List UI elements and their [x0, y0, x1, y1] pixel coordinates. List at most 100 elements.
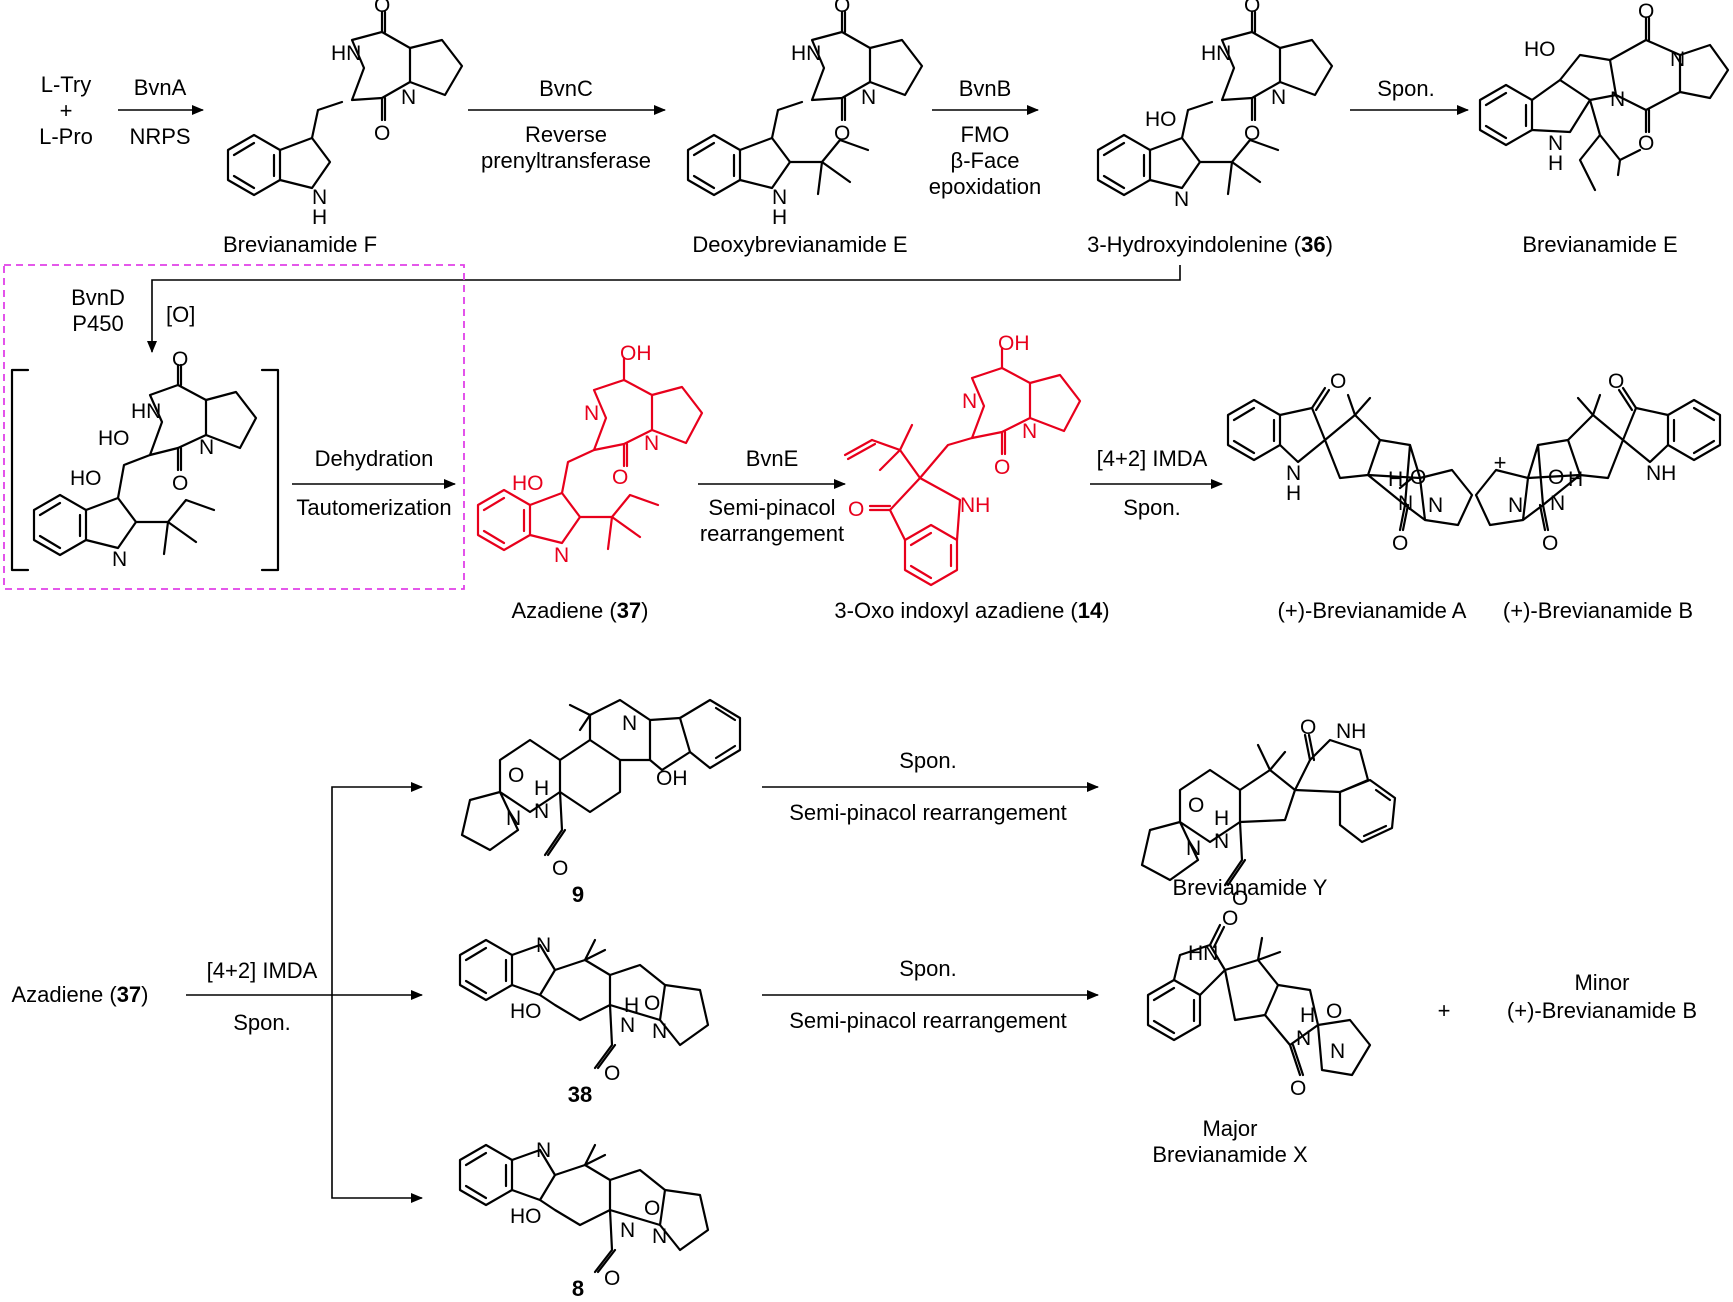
methylene-link — [1180, 100, 1214, 140]
structure-compound-8: N HO O N N O — [458, 1139, 710, 1290]
atom-n: N — [622, 712, 637, 735]
tautomerization-label: Tautomerization — [296, 495, 451, 520]
atom-n: N — [1670, 48, 1685, 71]
bvnB-desc3: epoxidation — [929, 174, 1042, 199]
structure-brevianamide-e: O O HO N N N H — [1478, 0, 1730, 192]
ketone — [1617, 386, 1638, 412]
compound-number: 37 — [117, 982, 141, 1007]
atom-o: O — [1300, 716, 1316, 739]
bvnD-desc: P450 — [72, 311, 123, 336]
diketopiperazine-ring — [1220, 30, 1282, 102]
atom-n: N — [644, 432, 659, 455]
atom-o: O — [1608, 370, 1624, 393]
spiro-ring — [1223, 958, 1280, 1022]
arrow-spon-y: Spon. Semi-pinacol rearrangement — [762, 748, 1099, 825]
pyrrolidine-ring — [460, 790, 520, 852]
spon-label: Spon. — [1377, 76, 1435, 101]
reverse-prenyl — [1198, 138, 1280, 196]
pyrrolidine-ring — [658, 1188, 710, 1252]
gem-dimethyl — [1256, 936, 1282, 962]
pyrrolidine-ring — [658, 983, 710, 1047]
atom-o: O — [1392, 532, 1408, 555]
benzene-inner-bonds — [464, 1151, 508, 1200]
connector-arrow-bvnD — [147, 265, 1181, 353]
indolenine-ring — [1148, 136, 1202, 190]
atom-n: N — [536, 1139, 551, 1162]
arrow-bvnA: BvnA NRPS — [118, 75, 204, 149]
name-text: 3-Oxo indoxyl azadiene ( — [834, 598, 1078, 623]
atom-ho: HO — [510, 1000, 542, 1023]
benzene-inner-bonds — [692, 141, 736, 190]
carbonyls — [1250, 10, 1257, 122]
pyrrolidine-ring — [1278, 38, 1334, 97]
carbonyl-lower — [593, 1208, 617, 1274]
benzene-inner-bonds — [464, 946, 508, 995]
atom-n: N — [772, 186, 787, 209]
branch-arrow-lower — [331, 995, 423, 1203]
svg-text:Azadiene (37): Azadiene (37) — [512, 598, 649, 623]
atom-n: N — [652, 1225, 667, 1248]
atom-hn: HN — [1201, 42, 1231, 65]
carbonyls — [1538, 503, 1550, 532]
atom-h: H — [312, 206, 327, 229]
atom-o: O — [604, 1062, 620, 1085]
ketone — [868, 504, 892, 512]
arrow-imda: [4+2] IMDA Spon. — [1090, 446, 1223, 520]
carbonyls — [840, 10, 847, 122]
atom-o: O — [604, 1267, 620, 1290]
compound-number-9: 9 — [572, 882, 584, 907]
pyrrole-ring — [278, 136, 332, 190]
benzene-ring — [1338, 778, 1397, 844]
atom-o: O — [1244, 0, 1260, 17]
close-paren: ) — [641, 598, 648, 623]
carbonyl — [1208, 923, 1226, 949]
compound-number: 14 — [1078, 598, 1103, 623]
svg-text:Azadiene (37): Azadiene (37) — [12, 982, 149, 1007]
diketopiperazine-ring — [810, 30, 872, 102]
atom-n: N — [1398, 492, 1413, 515]
diketopiperazine-ring — [148, 383, 208, 457]
atom-o: O — [1222, 907, 1238, 930]
atom-n: N — [1186, 837, 1201, 860]
pyrazinone-ring — [592, 378, 654, 452]
atom-o: O — [552, 857, 568, 880]
atom-nh: NH — [960, 494, 990, 517]
spon-label: Spon. — [899, 748, 957, 773]
benzene-inner-bonds — [232, 141, 276, 190]
dehydration-label: Dehydration — [315, 446, 434, 471]
atom-hn: HN — [1188, 942, 1218, 965]
indolenine-ring — [84, 496, 138, 550]
spiro-ring — [1323, 413, 1382, 480]
atom-n: N — [112, 548, 127, 571]
atom-n: N — [620, 1014, 635, 1037]
atom-n: N — [1286, 462, 1301, 485]
pyrrolidine-ring — [650, 385, 704, 445]
spiro-ring — [1238, 768, 1297, 824]
methylene-link — [116, 453, 152, 500]
benzene-inner-bonds — [38, 501, 82, 550]
reverse-prenyl — [870, 423, 922, 480]
arrow-bvnB: BvnB FMO β-Face epoxidation — [929, 76, 1042, 199]
atom-ho: HO — [1524, 38, 1556, 61]
atom-n: N — [1330, 1040, 1345, 1063]
atom-n: N — [962, 390, 977, 413]
benzene-inner-bonds — [909, 531, 953, 580]
intermediate-highlight-box — [3, 264, 465, 590]
atom-o: O — [374, 122, 390, 145]
name-hydroxyindolenine-36: 3-Hydroxyindolenine (36) — [1087, 232, 1333, 257]
spon-label: Spon. — [899, 956, 957, 981]
atom-o: O — [1330, 370, 1346, 393]
atom-nh: NH — [1336, 720, 1366, 743]
reverse-prenyl — [1578, 98, 1642, 192]
close-paren: ) — [1326, 232, 1333, 257]
atom-h: H — [1300, 1004, 1315, 1027]
close-paren: ) — [141, 982, 148, 1007]
pyrrolidine-ring — [1140, 820, 1200, 882]
pyrrolidine-ring — [408, 38, 464, 97]
carbonyl-lower — [543, 790, 567, 857]
enzyme-bvnE: BvnE — [746, 446, 799, 471]
atom-oh: OH — [656, 767, 688, 790]
atom-ho: HO — [98, 427, 130, 450]
compound-number-8: 8 — [572, 1276, 584, 1301]
structure-brevianamide-a: O N H H O N N O — [1226, 370, 1474, 555]
